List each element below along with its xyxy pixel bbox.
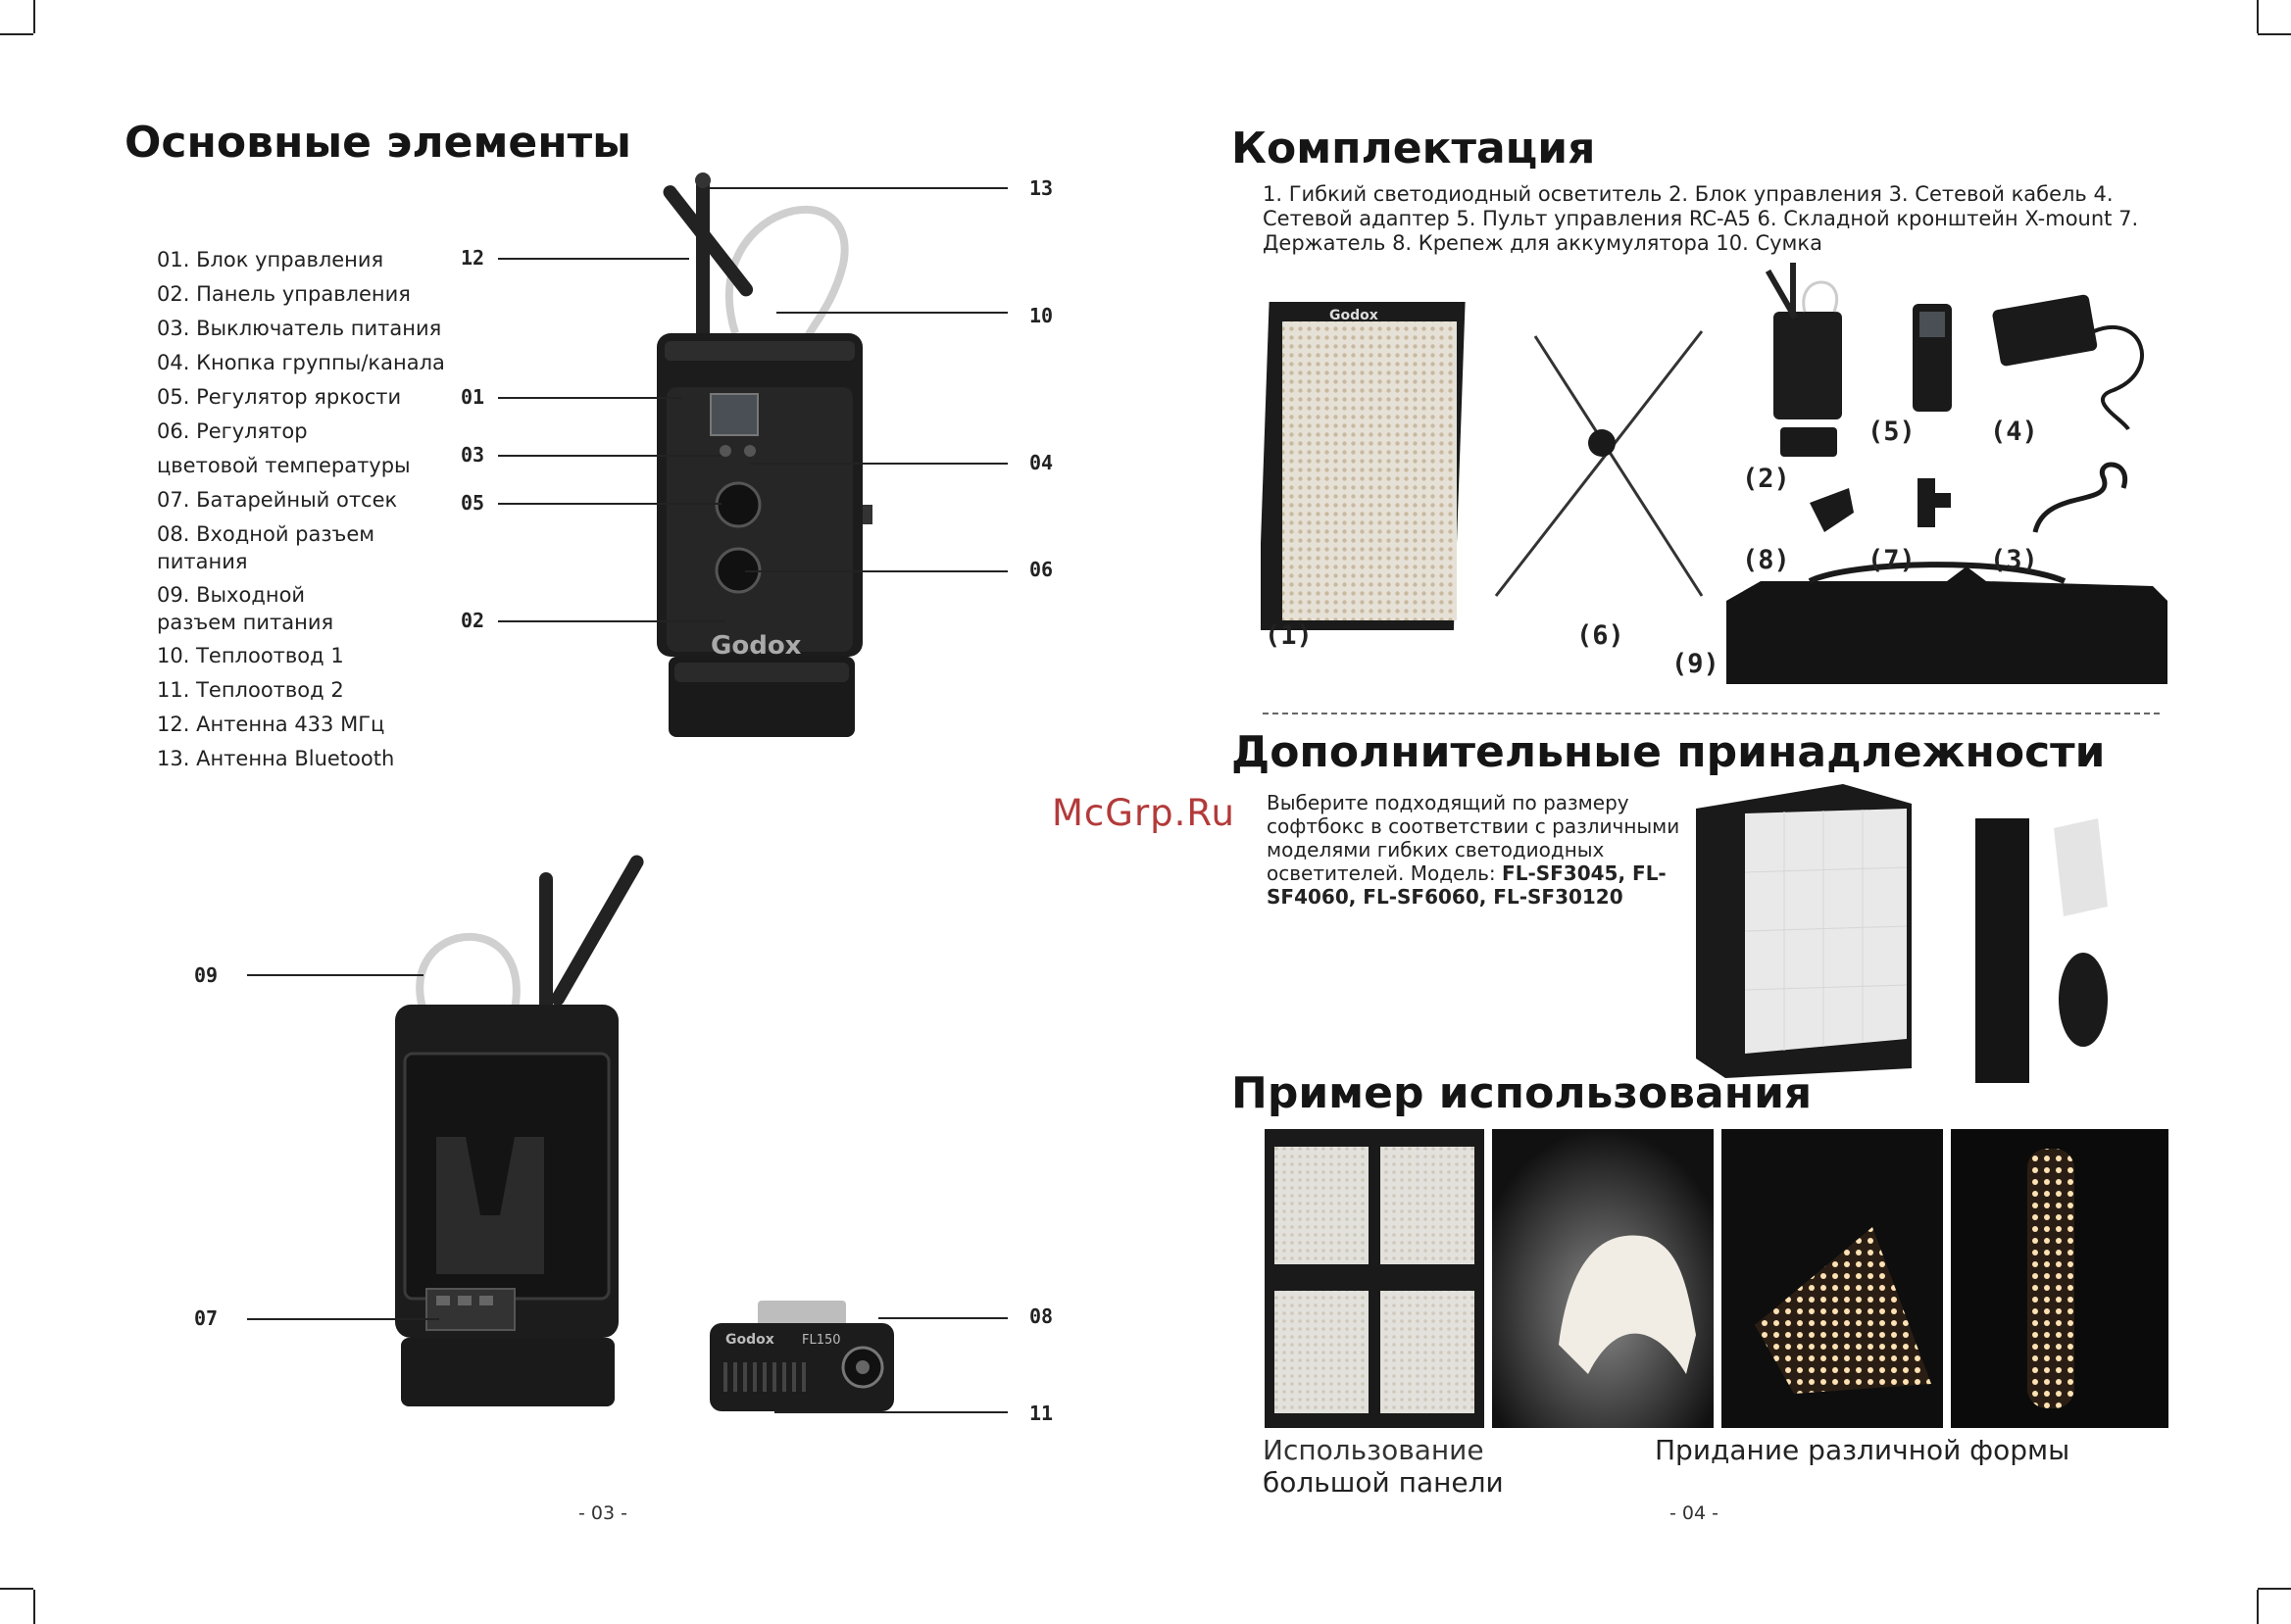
control-unit-back-image <box>395 855 644 1406</box>
kit-title: Комплектация <box>1231 123 1596 173</box>
control-unit-bottom-image: Godox FL150 <box>710 1301 894 1411</box>
crop-mark <box>2258 1588 2291 1590</box>
caption-shapes: Придание различной формы <box>1655 1434 2070 1466</box>
kit-label: (1) <box>1265 620 1313 651</box>
kit-label: (4) <box>1990 417 2038 447</box>
legend-item: 01. Блок управления <box>157 248 384 271</box>
legend-item: 07. Батарейный отсек <box>157 488 398 512</box>
usage-photos <box>1265 1129 2168 1428</box>
kit-images: Godox <box>1261 263 2167 684</box>
callout-01: 01 <box>461 385 485 409</box>
kit-label: (7) <box>1868 545 1916 575</box>
callout-line <box>498 503 722 505</box>
kit-label: (5) <box>1868 417 1916 447</box>
legend-item: 04. Кнопка группы/канала <box>157 351 445 374</box>
caption-large-panel-2: большой панели <box>1263 1466 1504 1499</box>
callout-line <box>498 397 682 399</box>
crop-mark <box>2257 0 2259 33</box>
callout-11: 11 <box>1029 1402 1054 1425</box>
callout-06: 06 <box>1029 558 1054 581</box>
device-brand-bottom: Godox <box>725 1332 774 1348</box>
watermark: McGrp.Ru <box>1052 792 1235 834</box>
callout-13: 13 <box>1029 176 1054 200</box>
legend-item: 05. Регулятор яркости <box>157 385 402 409</box>
accessories-text: Выберите подходящий по размеру софтбокс … <box>1267 791 1680 885</box>
device-brand: Godox <box>711 631 802 661</box>
callout-03: 03 <box>461 443 485 467</box>
kit-label: (9) <box>1671 649 1719 679</box>
section-divider <box>1263 713 2160 714</box>
callout-line <box>745 570 1008 572</box>
callout-line <box>498 620 725 622</box>
legend-item: 11. Теплоотвод 2 <box>157 678 344 702</box>
callout-line <box>774 1411 1008 1413</box>
control-unit-front-image: Godox <box>657 172 872 737</box>
callout-05: 05 <box>461 491 485 515</box>
crop-mark <box>0 33 33 35</box>
svg-text:Godox: Godox <box>1329 308 1378 323</box>
page-number-left: - 03 - <box>578 1502 627 1524</box>
callout-line <box>749 463 1008 465</box>
crop-mark <box>33 1590 35 1624</box>
legend-item: 02. Панель управления <box>157 282 411 306</box>
callout-10: 10 <box>1029 304 1054 327</box>
legend-item: 03. Выключатель питания <box>157 317 442 340</box>
callout-line <box>498 455 722 457</box>
callout-line <box>498 258 689 260</box>
kit-label: (3) <box>1990 545 2038 575</box>
callout-line <box>247 1318 439 1320</box>
softbox-images <box>1696 784 2108 1083</box>
callout-07: 07 <box>194 1306 219 1330</box>
usage-title: Пример использования <box>1231 1068 1813 1118</box>
legend-item: 10. Теплоотвод 1 <box>157 644 344 667</box>
callout-line <box>776 312 1008 314</box>
caption-large-panel-1: Использование <box>1263 1434 1484 1466</box>
crop-mark <box>33 0 35 33</box>
kit-label: (6) <box>1576 620 1624 651</box>
callout-12: 12 <box>461 246 485 270</box>
parts-legend: 01. Блок управления 02. Панель управлени… <box>157 243 480 776</box>
callout-09: 09 <box>194 963 219 987</box>
crop-mark <box>2258 33 2291 35</box>
main-elements-title: Основные элементы <box>125 118 631 168</box>
callout-02: 02 <box>461 609 485 632</box>
kit-description: 1. Гибкий светодиодный осветитель 2. Бло… <box>1263 182 2139 255</box>
legend-item: 08. Входной разъем питания <box>157 522 375 573</box>
kit-label: (2) <box>1742 464 1790 494</box>
accessories-description: Выберите подходящий по размеру софтбокс … <box>1267 791 1698 909</box>
callout-line <box>706 187 1008 189</box>
accessories-title: Дополнительные принадлежности <box>1231 727 2106 777</box>
kit-label: (8) <box>1742 545 1790 575</box>
callout-04: 04 <box>1029 451 1054 474</box>
crop-mark <box>2257 1590 2259 1624</box>
callout-line <box>878 1317 1008 1319</box>
legend-item: 12. Антенна 433 МГц <box>157 713 385 736</box>
accessories-models: FL-SF3045, FL-SF4060, FL-SF6060, FL-SF30… <box>1267 861 1667 909</box>
page-number-right: - 04 - <box>1669 1502 1718 1524</box>
legend-item: 13. Антенна Bluetooth <box>157 747 395 770</box>
legend-item: 06. Регулятор цветовой температуры <box>157 419 411 477</box>
legend-item: 09. Выходной разъем питания <box>157 583 334 634</box>
callout-08: 08 <box>1029 1304 1054 1328</box>
callout-line <box>247 974 423 976</box>
device-model: FL150 <box>802 1333 841 1348</box>
crop-mark <box>0 1588 33 1590</box>
